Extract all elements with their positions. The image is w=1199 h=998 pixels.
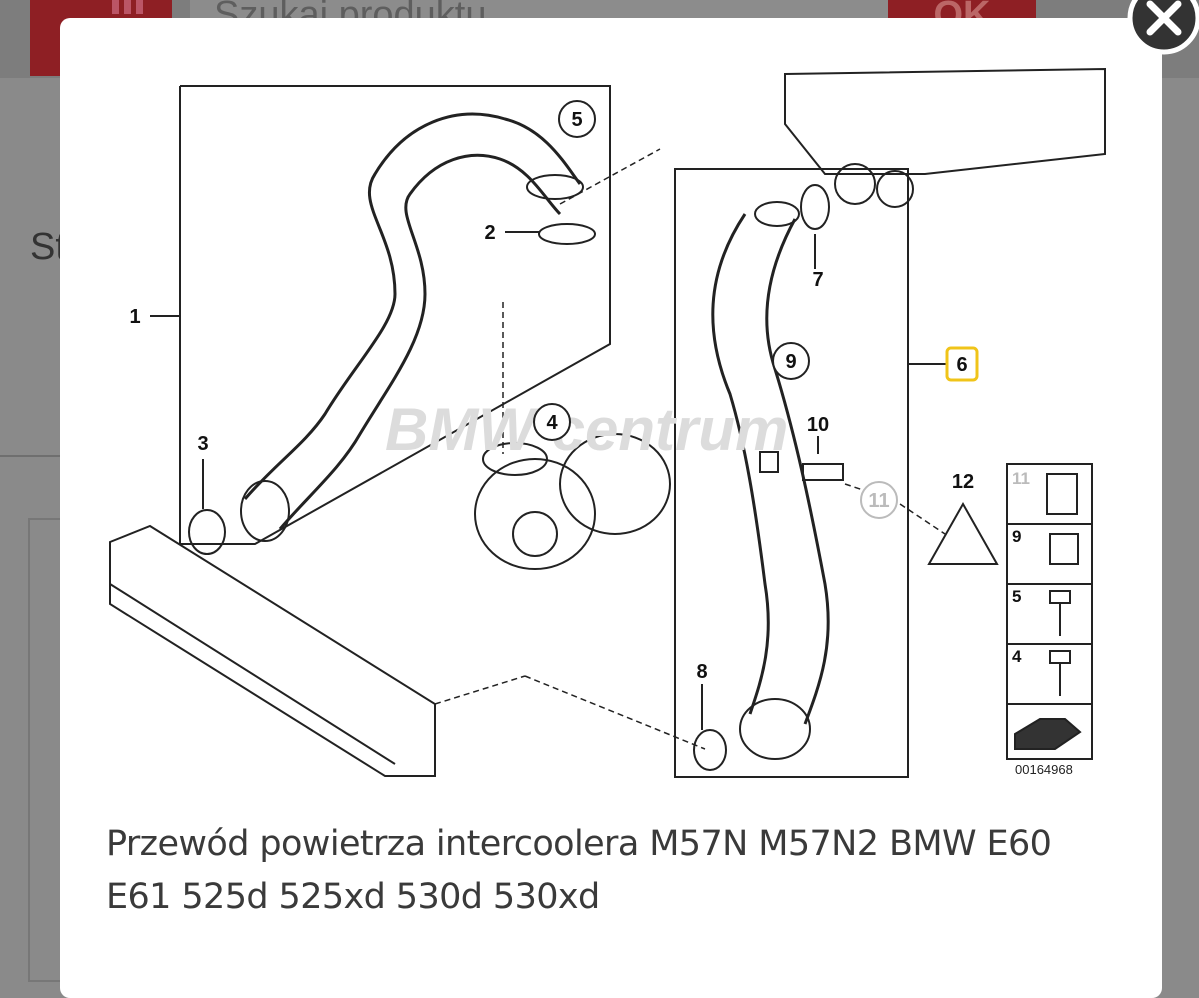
callout-2: 2 [484,222,495,244]
group-outline-6 [674,168,909,778]
callout-10: 10 [807,414,829,436]
legend-number-5: 5 [1012,587,1021,606]
callout-4: 4 [546,412,558,434]
background-divider [0,455,70,457]
legend-number-4: 4 [1012,647,1022,666]
callout-3: 3 [197,433,208,455]
callout-6: 6 [956,354,967,376]
legend-number-11: 11 [1012,469,1030,488]
close-x-icon[interactable] [1120,0,1199,60]
callout-12: 12 [952,471,974,493]
background-partial-text: St [30,226,66,268]
callout-1: 1 [129,306,140,328]
image-modal: BMW centrum 1 5 2 3 4 7 9 6 10 11 12 8 1… [60,18,1162,998]
parts-diagram: BMW centrum 1 5 2 3 4 7 9 6 10 11 12 8 1… [109,67,1106,778]
callout-11: 11 [868,490,889,512]
grid-menu-icon [112,0,143,14]
group-outline-1 [179,85,611,545]
diagram-code: 00164968 [1015,762,1073,777]
product-caption: Przewód powietrza intercoolera M57N M57N… [106,824,1052,917]
callout-7: 7 [812,269,823,291]
legend-number-9: 9 [1012,527,1021,546]
callout-5: 5 [571,109,582,131]
callout-9: 9 [785,351,796,373]
callout-8: 8 [696,661,707,683]
watermark: BMW centrum [385,396,788,463]
